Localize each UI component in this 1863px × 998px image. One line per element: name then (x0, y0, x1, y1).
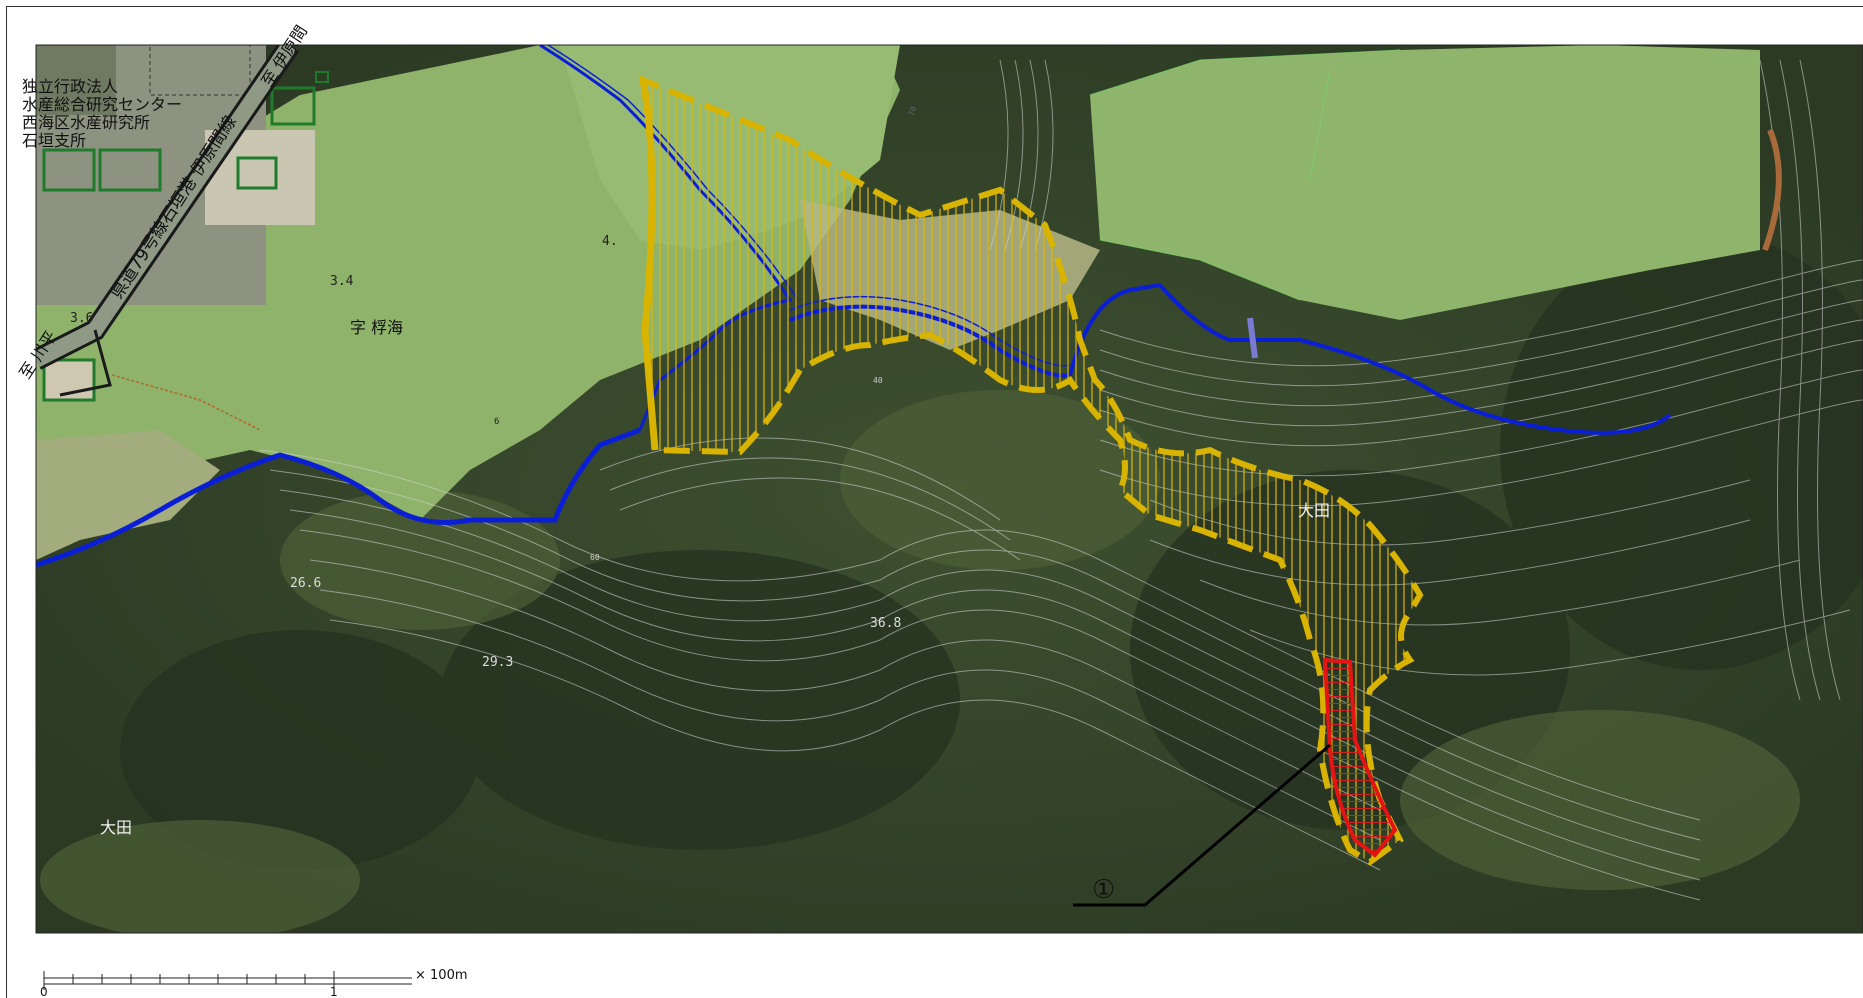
special-zone-red[interactable] (1322, 657, 1398, 858)
elevation-label: 36.8 (870, 616, 901, 631)
elevation-label: 4. (602, 234, 618, 249)
place-label-azafu: 字 桴海 (350, 318, 403, 337)
field-boundaries (1089, 49, 1401, 301)
place-label-oota-east: 大田 (1298, 501, 1330, 520)
district-boundary (111, 374, 261, 431)
elevation-label: 60 (590, 553, 600, 562)
map-frame (35, 44, 1863, 934)
elevation-label: 70 (907, 105, 919, 117)
scale-tick-0: 0 (40, 985, 48, 998)
river-west (36, 427, 641, 568)
elevation-label: 40 (873, 376, 883, 385)
hazard-zone-yellow-solid (639, 79, 659, 451)
east-marker (1762, 128, 1782, 252)
hazard-zone-yellow-fill (643, 80, 1420, 862)
section-marker[interactable]: ① (1092, 875, 1115, 905)
side-road (59, 329, 112, 397)
section-leader-line (1073, 743, 1331, 907)
weir (1247, 317, 1258, 359)
elevation-label: 6 (494, 417, 499, 427)
elevation-label: 26.6 (290, 576, 321, 591)
agency-line-1: 独立行政法人 (22, 77, 118, 96)
field-east (1090, 45, 1760, 320)
scale-tick-1: 1 (330, 985, 338, 998)
hazard-zone-yellow-border[interactable] (639, 75, 1424, 866)
scale-unit: × 100m (415, 968, 468, 983)
elevation-label: 3.6 (70, 311, 93, 326)
building-complex (36, 45, 329, 402)
place-label-oota-west: 大田 (100, 818, 132, 837)
elevation-label: 3.4 (330, 274, 354, 289)
agency-line-4: 石垣支所 (22, 131, 86, 150)
agency-line-3: 西海区水産研究所 (22, 113, 150, 132)
elevation-label: 29.3 (482, 655, 513, 670)
elevation-labels: 3.4 4. 3.6 6 26.6 36.8 29.3 70 60 40 (70, 105, 919, 670)
agency-label: 独立行政法人 水産総合研究センター 西海区水産研究所 石垣支所 (22, 77, 182, 150)
field-southwest (36, 430, 220, 560)
agency-line-2: 水産総合研究センター (22, 95, 182, 114)
sheet-border (6, 6, 1863, 998)
scale-bar: × 100m 0 1 (40, 968, 468, 998)
